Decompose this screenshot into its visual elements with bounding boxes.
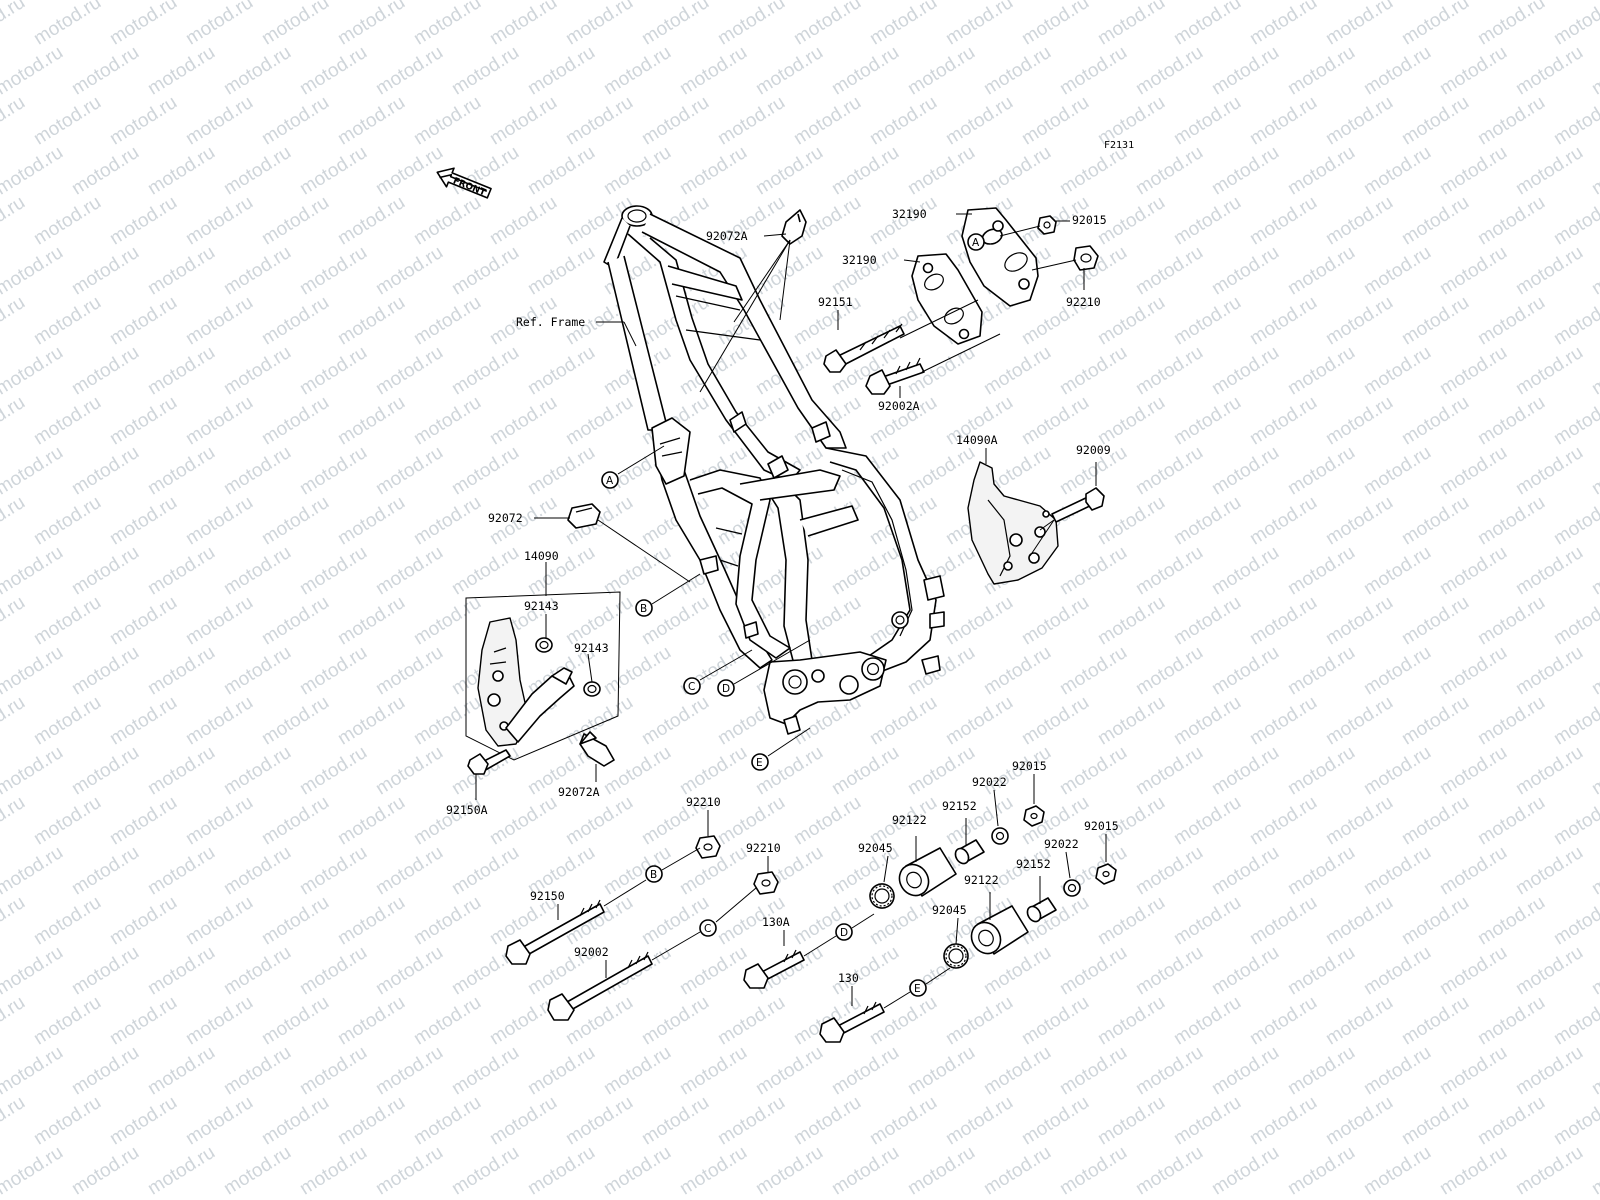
part-92045-bearing-b	[943, 943, 969, 969]
part-label-92210-c: 92210	[746, 841, 781, 855]
part-label-92045-b: 92045	[932, 903, 967, 917]
part-92150-long-bolt	[505, 899, 605, 965]
callout-c-frame: C	[683, 677, 701, 695]
part-label-92143-a: 92143	[524, 599, 559, 613]
svg-text:C: C	[688, 681, 695, 693]
part-label-92045-a: 92045	[858, 841, 893, 855]
part-14090-left-guard	[467, 617, 615, 775]
part-label-32190-bottom: 32190	[842, 253, 877, 267]
part-92072A-top	[781, 209, 807, 245]
part-92122-bushing-b	[970, 905, 1029, 955]
part-14090A-frame-guard	[967, 461, 1059, 585]
part-label-92009: 92009	[1076, 443, 1111, 457]
svg-text:D: D	[840, 927, 848, 939]
part-label-92015-b: 92015	[1012, 759, 1047, 773]
svg-text:D: D	[722, 683, 730, 695]
part-label-92022-a: 92022	[972, 775, 1007, 789]
part-label-92210-b: 92210	[686, 795, 721, 809]
part-label-92150A: 92150A	[446, 803, 488, 817]
part-92210-collar-b	[695, 835, 721, 859]
callout-b-frame: B	[635, 599, 653, 617]
svg-text:B: B	[640, 603, 647, 615]
part-label-92015-a: 92015	[1072, 213, 1107, 227]
part-label-92210-a: 92210	[1066, 295, 1101, 309]
part-label-92002: 92002	[574, 945, 609, 959]
part-label-92152-b: 92152	[1016, 857, 1051, 871]
part-92152-collar-a	[954, 839, 985, 865]
svg-text:B: B	[650, 869, 657, 881]
ref-frame-label: Ref. Frame	[516, 315, 585, 329]
part-label-32190-top: 32190	[892, 207, 927, 221]
part-label-92122-b: 92122	[964, 873, 999, 887]
figure-code: F2131	[1104, 140, 1134, 151]
upper-engine-mount-plates	[823, 207, 1099, 395]
svg-text:E: E	[914, 983, 921, 995]
part-92015-nut-c	[1095, 863, 1117, 885]
part-label-92072A-top: 92072A	[706, 229, 748, 243]
callout-a-top: A	[967, 233, 985, 251]
part-label-130A: 130A	[762, 915, 790, 929]
svg-text:A: A	[606, 475, 614, 487]
callout-d-bottom: D	[835, 923, 853, 941]
callout-e-frame: E	[751, 753, 769, 771]
part-92072	[567, 503, 601, 529]
part-label-14090A: 14090A	[956, 433, 998, 447]
callout-a-frame: A	[601, 471, 619, 489]
callout-b-bottom: B	[645, 865, 663, 883]
part-label-92072: 92072	[488, 511, 523, 525]
part-label-92002A: 92002A	[878, 399, 920, 413]
part-label-92022-b: 92022	[1044, 837, 1079, 851]
part-92009-bolt	[1051, 487, 1105, 523]
part-130A-bolt	[743, 949, 805, 989]
part-label-14090: 14090	[524, 549, 559, 563]
part-92122-bushing-a	[898, 847, 957, 897]
part-label-92143-b: 92143	[574, 641, 609, 655]
motorcycle-frame	[603, 205, 945, 735]
part-label-92015-c: 92015	[1084, 819, 1119, 833]
part-label-92150: 92150	[530, 889, 565, 903]
callout-e-bottom: E	[909, 979, 927, 997]
svg-text:E: E	[756, 757, 763, 769]
part-label-92072A-bottom: 92072A	[558, 785, 600, 799]
part-92022-washer-a	[991, 827, 1009, 845]
part-label-92122-a: 92122	[892, 813, 927, 827]
part-92015-nut-b	[1023, 805, 1045, 827]
part-92002-long-bolt	[547, 951, 653, 1021]
part-92022-washer-b	[1063, 879, 1081, 897]
part-label-130: 130	[838, 971, 859, 985]
part-92045-bearing-a	[869, 883, 895, 909]
part-label-92151: 92151	[818, 295, 853, 309]
part-92210-collar-c	[753, 871, 779, 895]
callout-c-bottom: C	[699, 919, 717, 937]
part-130-bolt	[819, 1001, 885, 1043]
svg-text:C: C	[704, 923, 711, 935]
part-92152-collar-b	[1026, 897, 1057, 923]
callout-d-frame: D	[717, 679, 735, 697]
svg-text:A: A	[972, 237, 980, 249]
part-label-92152-a: 92152	[942, 799, 977, 813]
front-arrow-icon: FRONT	[436, 167, 492, 199]
